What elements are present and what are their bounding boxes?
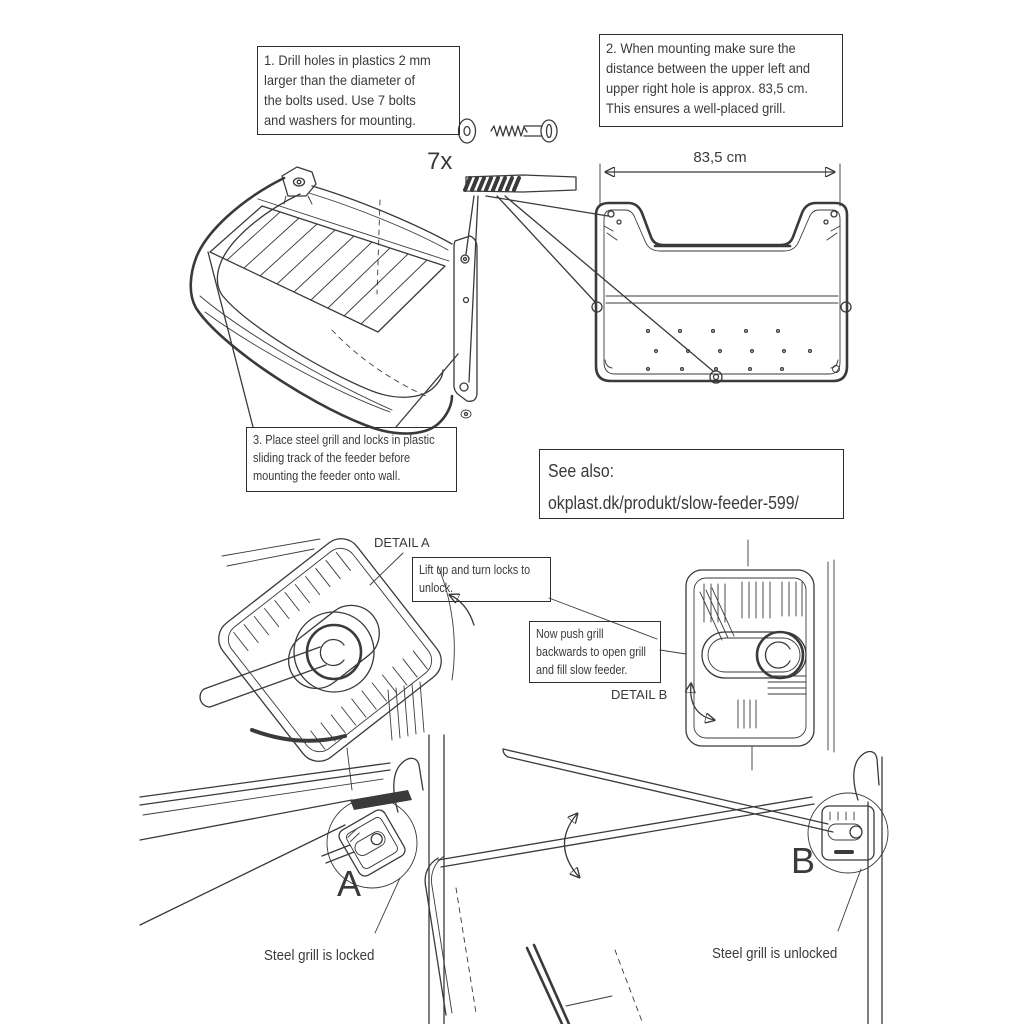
note-connector-line xyxy=(548,597,658,640)
instruction-step-2-note: 2. When mounting make sure the distance … xyxy=(599,34,843,127)
quantity-label: 7x xyxy=(427,148,453,175)
view-a-label: A xyxy=(337,863,362,904)
step-3-text: 3. Place steel grill and locks in plasti… xyxy=(253,433,435,483)
detail-circle-a xyxy=(321,797,418,889)
unlock-note-text: Lift up and turn locks to unlock. xyxy=(419,563,531,595)
washer-icon xyxy=(457,118,477,144)
detail-circle-b xyxy=(807,792,889,874)
instruction-step-1-note: 1. Drill holes in plastics 2 mm larger t… xyxy=(257,46,460,135)
push-note-connector xyxy=(659,649,687,655)
drain-dots xyxy=(645,328,813,372)
lock-knob-b xyxy=(755,630,805,680)
step-2-text: 2. When mounting make sure the distance … xyxy=(606,40,811,116)
unlock-instruction-note: Lift up and turn locks to unlock. xyxy=(412,557,551,602)
lifted-rod xyxy=(502,748,834,833)
wall-section-lines-a xyxy=(428,734,445,1024)
rod-a xyxy=(199,646,327,708)
unlocked-assembly-drawing xyxy=(424,748,889,1024)
view-b-label: B xyxy=(791,840,816,881)
unlocked-caption: Steel grill is unlocked xyxy=(712,946,838,962)
pivot-arrow-icon xyxy=(563,814,579,877)
detail-b-drawing xyxy=(686,539,835,771)
see-also-label: See also: xyxy=(548,461,615,481)
dimension-label: 83,5 cm xyxy=(693,149,747,166)
detail-b-label: DETAIL B xyxy=(611,687,668,702)
see-also-url: okplast.dk/produkt/slow-feeder-599/ xyxy=(548,492,799,513)
locked-caption: Steel grill is locked xyxy=(264,948,375,964)
bolt-leader-lines xyxy=(465,195,714,383)
feeder-front-view-drawing xyxy=(591,201,852,384)
feeder-perspective-drawing xyxy=(189,166,478,435)
push-note-text: Now push grill backwards to open grill a… xyxy=(536,627,646,677)
dimension-indicator xyxy=(599,163,841,207)
wall-section-lines-b xyxy=(867,756,883,1024)
unlock-arrow-icon xyxy=(450,595,475,626)
screw-icon xyxy=(490,119,558,143)
step3-leader-lines xyxy=(207,251,459,428)
see-also-box: See also: okplast.dk/produkt/slow-feeder… xyxy=(539,449,844,519)
instruction-step-3-note: 3. Place steel grill and locks in plasti… xyxy=(246,427,457,492)
push-grill-instruction-note: Now push grill backwards to open grill a… xyxy=(529,621,661,683)
detail-a-drawing xyxy=(199,538,455,791)
step-1-text: 1. Drill holes in plastics 2 mm larger t… xyxy=(264,52,431,128)
grill-slats xyxy=(209,198,450,333)
detail-a-label: DETAIL A xyxy=(374,535,430,550)
locked-assembly-drawing xyxy=(139,734,445,1024)
bolt-icon xyxy=(463,174,577,193)
rotate-arrow-icon xyxy=(691,684,714,720)
